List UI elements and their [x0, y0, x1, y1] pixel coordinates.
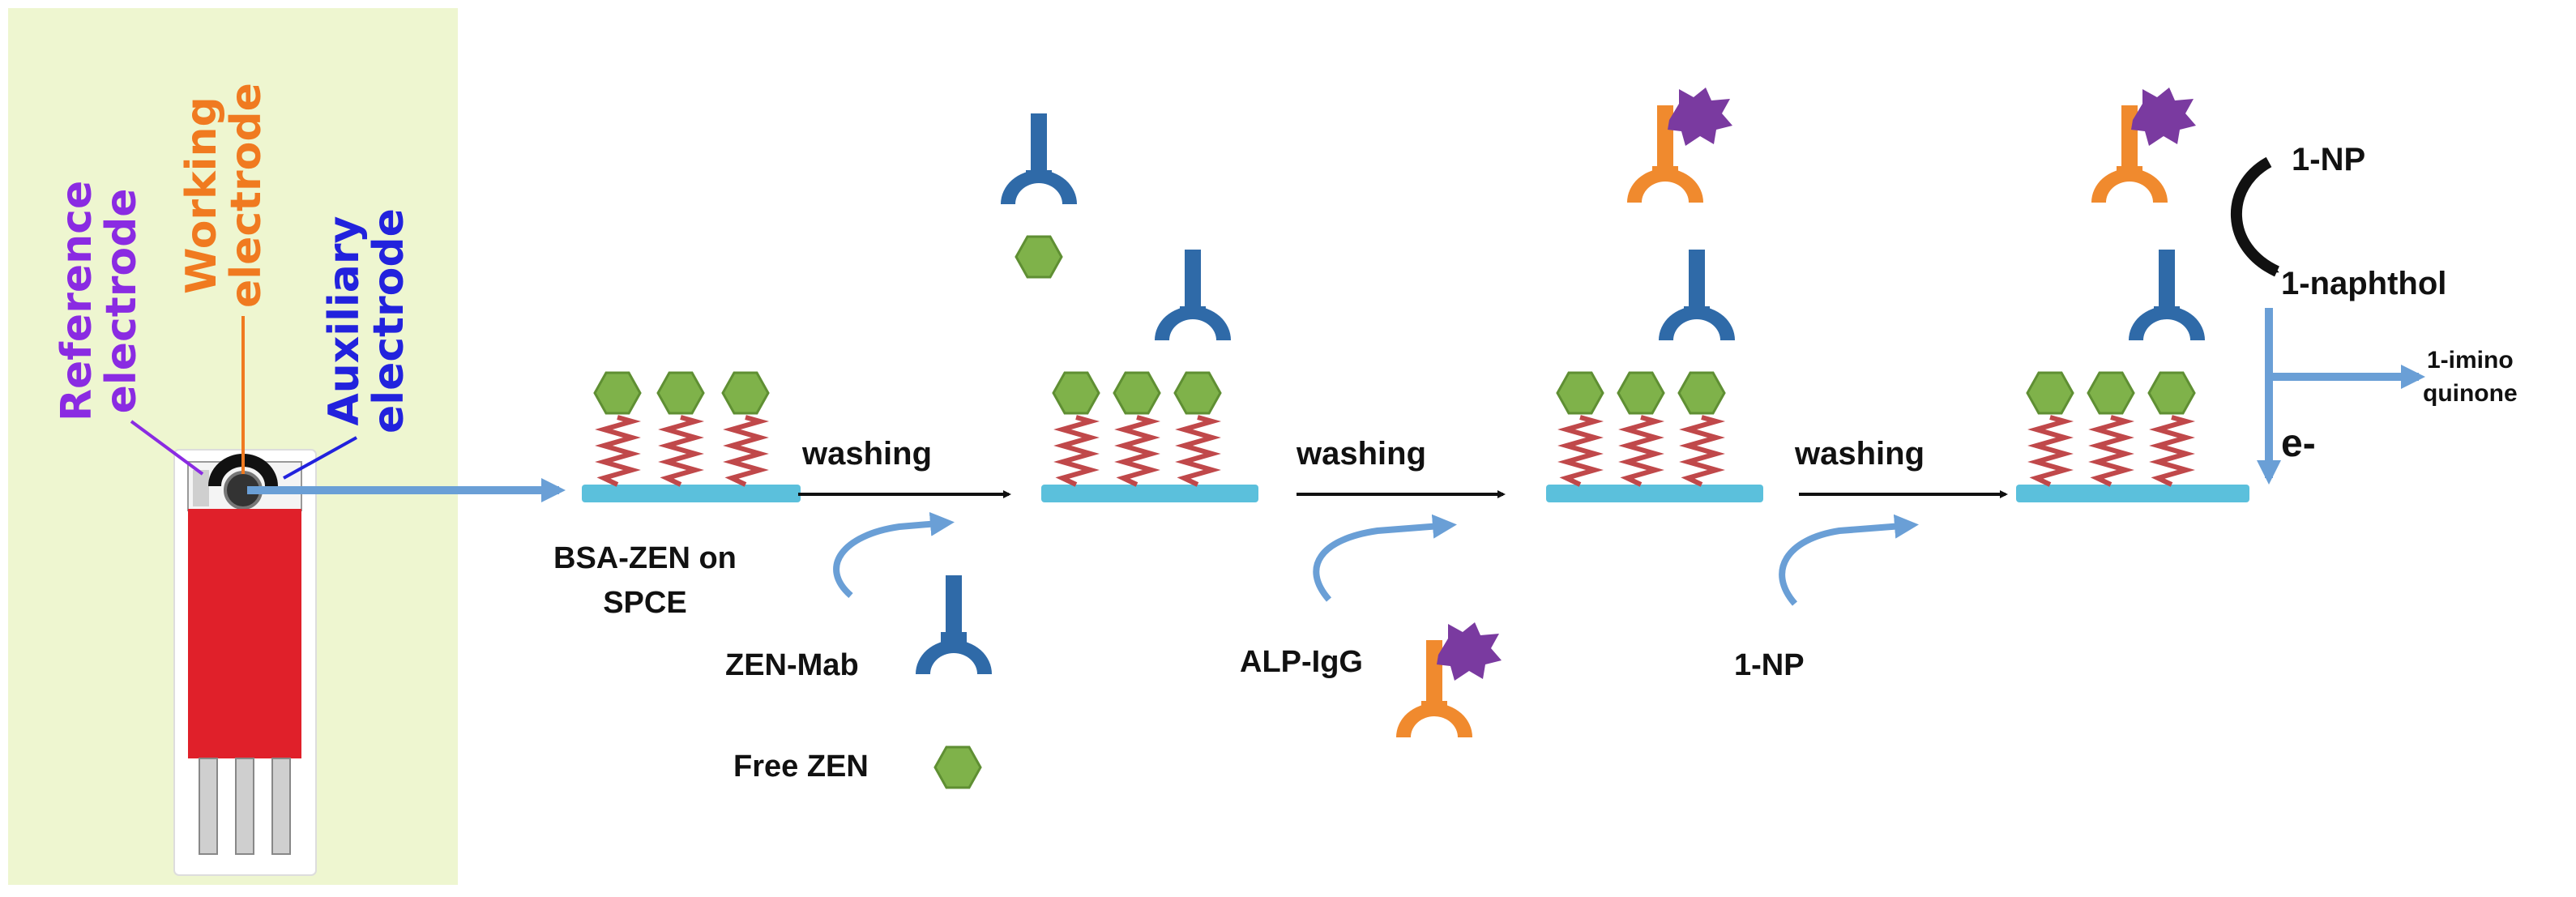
zen-hapten	[2087, 371, 2135, 415]
electron-label: e-	[2281, 422, 2316, 465]
legend-alp-igg-icon	[1396, 622, 1502, 737]
linker-spring	[2149, 415, 2196, 487]
legend-free-zen-icon	[933, 745, 982, 789]
working-label-line2: electrode	[221, 83, 271, 308]
oxidized-label-line2: quinone	[2423, 379, 2518, 407]
auxiliary-label-line1: Auxiliary	[320, 216, 369, 426]
washing-label-2: washing	[1297, 436, 1427, 472]
reagent-arrow-3	[1779, 514, 1919, 606]
linker-spring	[723, 415, 770, 487]
electrode-photo-panel	[8, 8, 566, 885]
zen-mab-label: ZEN-Mab	[725, 648, 859, 682]
electrode-surface	[2016, 485, 2249, 502]
electrode-surface	[1041, 485, 1258, 502]
linker-spring	[595, 415, 642, 487]
electrode-pin	[235, 758, 254, 855]
electrode-pin	[199, 758, 218, 855]
step1-sensor	[582, 371, 801, 502]
auxiliary-label-line2: electrode	[364, 208, 413, 434]
bound-alp-igg	[2091, 88, 2196, 203]
linker-spring	[1679, 415, 1726, 487]
washing-label-3: washing	[1795, 436, 1925, 472]
zen-hapten	[1556, 371, 1604, 415]
electrode-surface	[1546, 485, 1763, 502]
step2-sensor	[1041, 250, 1258, 502]
electrode-body	[188, 509, 301, 758]
linker-spring	[1618, 415, 1665, 487]
reference-label-line2: electrode	[96, 188, 146, 414]
bound-zen-mab	[1155, 250, 1231, 340]
bound-zen-mab	[1659, 250, 1735, 340]
electrode-pin	[271, 758, 291, 855]
reference-pointer	[130, 420, 204, 476]
oxidized-label-line1: 1-imino	[2426, 347, 2514, 374]
working-label-line1: Working	[177, 96, 226, 294]
zen-hapten	[1677, 371, 1726, 415]
linker-spring	[2027, 415, 2074, 487]
linker-spring	[1557, 415, 1604, 487]
reaction-substrate-label: 1-NP	[2292, 142, 2366, 177]
zen-hapten	[2147, 371, 2196, 415]
zen-hapten	[1173, 371, 1222, 415]
zen-hapten	[656, 371, 705, 415]
zen-hapten	[1052, 371, 1100, 415]
reagent-arrow-2	[1313, 514, 1457, 602]
reagent-arrow-1	[833, 511, 955, 599]
washing-label-1: washing	[802, 436, 933, 472]
linker-spring	[1114, 415, 1161, 487]
reference-label-line1: Reference	[53, 180, 101, 421]
zen-hapten	[721, 371, 770, 415]
linker-spring	[658, 415, 705, 487]
substrate-label: 1-NP	[1734, 648, 1805, 682]
free-antibody-zen-complex	[1001, 113, 1077, 279]
electrode-surface	[582, 485, 801, 502]
reference-electrode-label: Reference electrode	[53, 180, 146, 421]
oxidized-product-label: 1-imino quinone	[2423, 344, 2518, 410]
zen-hapten	[593, 371, 642, 415]
alp-enzyme-star	[1668, 88, 1732, 146]
zen-hapten	[1113, 371, 1161, 415]
reaction-product-label: 1-naphthol	[2281, 266, 2447, 301]
step1-caption-line1: BSA-ZEN on	[553, 541, 737, 575]
step3-sensor	[1546, 250, 1763, 502]
alp-enzyme-star	[2131, 88, 2196, 146]
alp-igg-label: ALP-IgG	[1240, 645, 1363, 679]
step1-caption-line2: SPCE	[603, 586, 687, 621]
step1-caption: BSA-ZEN on SPCE	[553, 536, 737, 626]
reference-electrode-shape	[193, 470, 209, 506]
linker-spring	[1175, 415, 1222, 487]
step4-sensor	[2016, 88, 2425, 502]
enzymatic-reaction-arrow	[2230, 156, 2280, 277]
free-alp-igg-conjugate	[1627, 88, 1732, 203]
bound-zen-mab	[2129, 250, 2205, 340]
working-electrode-label: Working electrode	[177, 83, 271, 308]
free-zen-label: Free ZEN	[733, 750, 869, 784]
linker-spring	[1053, 415, 1100, 487]
legend-zen-mab-icon	[916, 575, 992, 674]
zen-hapten	[1617, 371, 1665, 415]
linker-spring	[2088, 415, 2135, 487]
auxiliary-pointer	[283, 436, 357, 480]
zen-hapten	[2026, 371, 2074, 415]
auxiliary-electrode-label: Auxiliary electrode	[320, 208, 413, 434]
alp-enzyme-star	[1437, 622, 1502, 681]
zen-hapten	[1015, 235, 1063, 279]
